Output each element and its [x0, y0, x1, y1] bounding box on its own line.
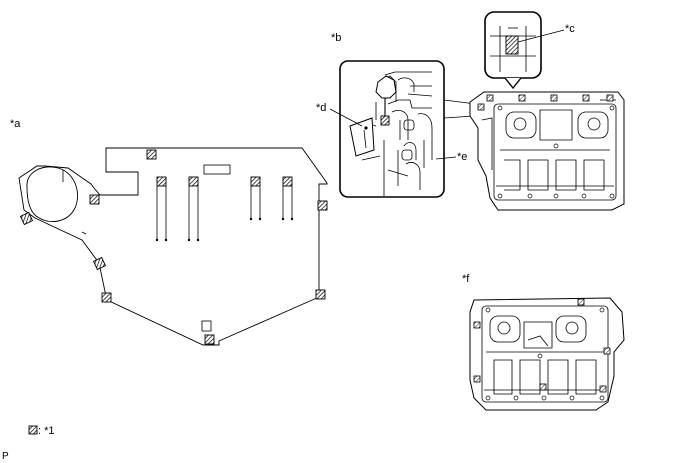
- sealant-lines: [156, 186, 293, 240]
- gasket-outline-view: *a: [10, 118, 328, 346]
- legend-sealant-symbol: [28, 425, 38, 435]
- gasket-window: [203, 164, 231, 175]
- legend-label: : *1: [38, 425, 55, 437]
- detail-view-c: *c: [484, 11, 575, 90]
- bracket-d: [349, 117, 375, 157]
- engine-block-f: *f: [462, 273, 625, 411]
- callout-e: *e: [457, 151, 467, 163]
- callout-d: *d: [316, 102, 326, 114]
- gasket-tab: [201, 320, 212, 332]
- detail-sealant-point: [380, 115, 390, 126]
- legend: : *1: [28, 425, 55, 437]
- block-bolts: [497, 105, 615, 199]
- bracket-hole: [364, 126, 368, 130]
- callout-f: *f: [462, 273, 470, 285]
- leader-c: [517, 29, 565, 43]
- zoom-c-pointer: [504, 77, 522, 90]
- detail-view-b: *b: [316, 32, 477, 198]
- leader-e: [435, 156, 457, 160]
- footer-code: P: [2, 451, 9, 462]
- block-internals: [481, 99, 617, 201]
- gasket-outline: [18, 147, 328, 346]
- block-sealant-points: [477, 94, 614, 111]
- sealant-points: [19, 149, 328, 345]
- engine-block-top: [469, 91, 625, 211]
- block-f-bolts: [485, 307, 605, 401]
- zoom-c-sealant: [505, 35, 519, 55]
- callout-a: *a: [10, 118, 21, 130]
- block-f-outline: [469, 297, 625, 411]
- callout-b: *b: [331, 32, 341, 44]
- block-outline: [469, 91, 625, 211]
- callout-c: *c: [565, 23, 575, 35]
- leader-d: [329, 108, 363, 127]
- block-f-sealant-points: [473, 298, 611, 393]
- loop-tick: [81, 231, 87, 235]
- zoom-line-2: [443, 115, 475, 119]
- sealant-dots: [155, 217, 294, 242]
- gasket-loop: [26, 166, 78, 223]
- fitting: [375, 75, 397, 99]
- bracket-line: [363, 129, 367, 149]
